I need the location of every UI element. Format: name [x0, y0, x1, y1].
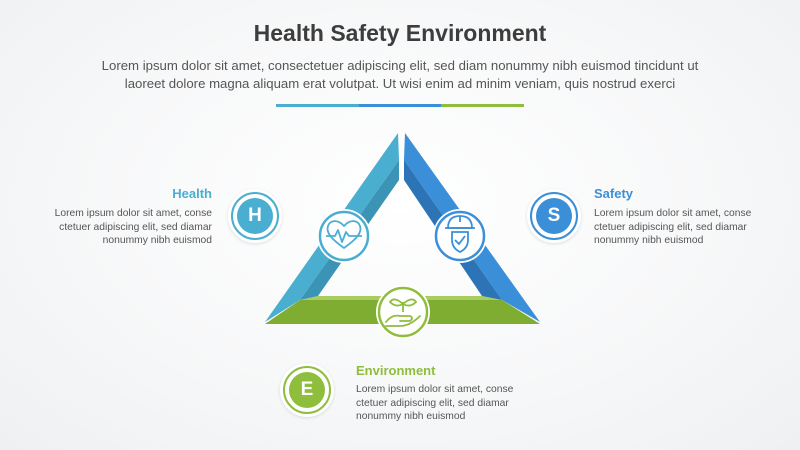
subtitle-line-2: laoreet dolore magna aliquam erat volutp… — [124, 76, 676, 91]
environment-letter: E — [289, 372, 325, 408]
page-title: Health Safety Environment — [253, 20, 547, 46]
health-badge: H — [228, 189, 282, 243]
page-subtitle: Lorem ipsum dolor sit amet, consectetuer… — [50, 57, 750, 93]
title-divider-health — [276, 104, 359, 107]
worker-helmet-shield-icon — [433, 209, 487, 263]
safety-badge: S — [527, 189, 581, 243]
environment-desc-line-1: Lorem ipsum dolor sit amet, conse — [356, 384, 514, 395]
safety-desc-line-2: ctetuer adipiscing elit, sed diamar — [594, 221, 747, 233]
safety-letter: S — [536, 198, 572, 234]
title-divider-environment — [441, 104, 524, 107]
safety-heading: Safety — [594, 186, 634, 201]
title-divider-safety — [359, 104, 441, 107]
safety-description: Lorem ipsum dolor sit amet, conse ctetue… — [594, 207, 784, 248]
health-heading: Health — [172, 186, 212, 201]
heart-pulse-icon — [317, 209, 371, 263]
safety-desc-line-3: nonummy nibh euismod — [594, 235, 704, 246]
environment-heading: Environment — [356, 363, 436, 378]
health-letter: H — [237, 198, 273, 234]
subtitle-line-1: Lorem ipsum dolor sit amet, consectetuer… — [101, 58, 699, 73]
hand-plant-icon — [376, 285, 430, 339]
environment-desc-line-3: nonummy nibh euismod — [356, 411, 466, 422]
environment-description: Lorem ipsum dolor sit amet, conse ctetue… — [356, 383, 546, 424]
health-desc-line-1: Lorem ipsum dolor sit amet, conse — [54, 208, 212, 219]
health-description: Lorem ipsum dolor sit amet, conse ctetue… — [27, 207, 212, 248]
safety-desc-line-1: Lorem ipsum dolor sit amet, conse — [594, 208, 752, 219]
health-desc-line-2: ctetuer adipiscing elit, sed diamar — [59, 221, 212, 233]
environment-desc-line-2: ctetuer adipiscing elit, sed diamar — [356, 397, 509, 409]
health-desc-line-3: nonummy nibh euismod — [102, 235, 212, 246]
environment-badge: E — [280, 363, 334, 417]
